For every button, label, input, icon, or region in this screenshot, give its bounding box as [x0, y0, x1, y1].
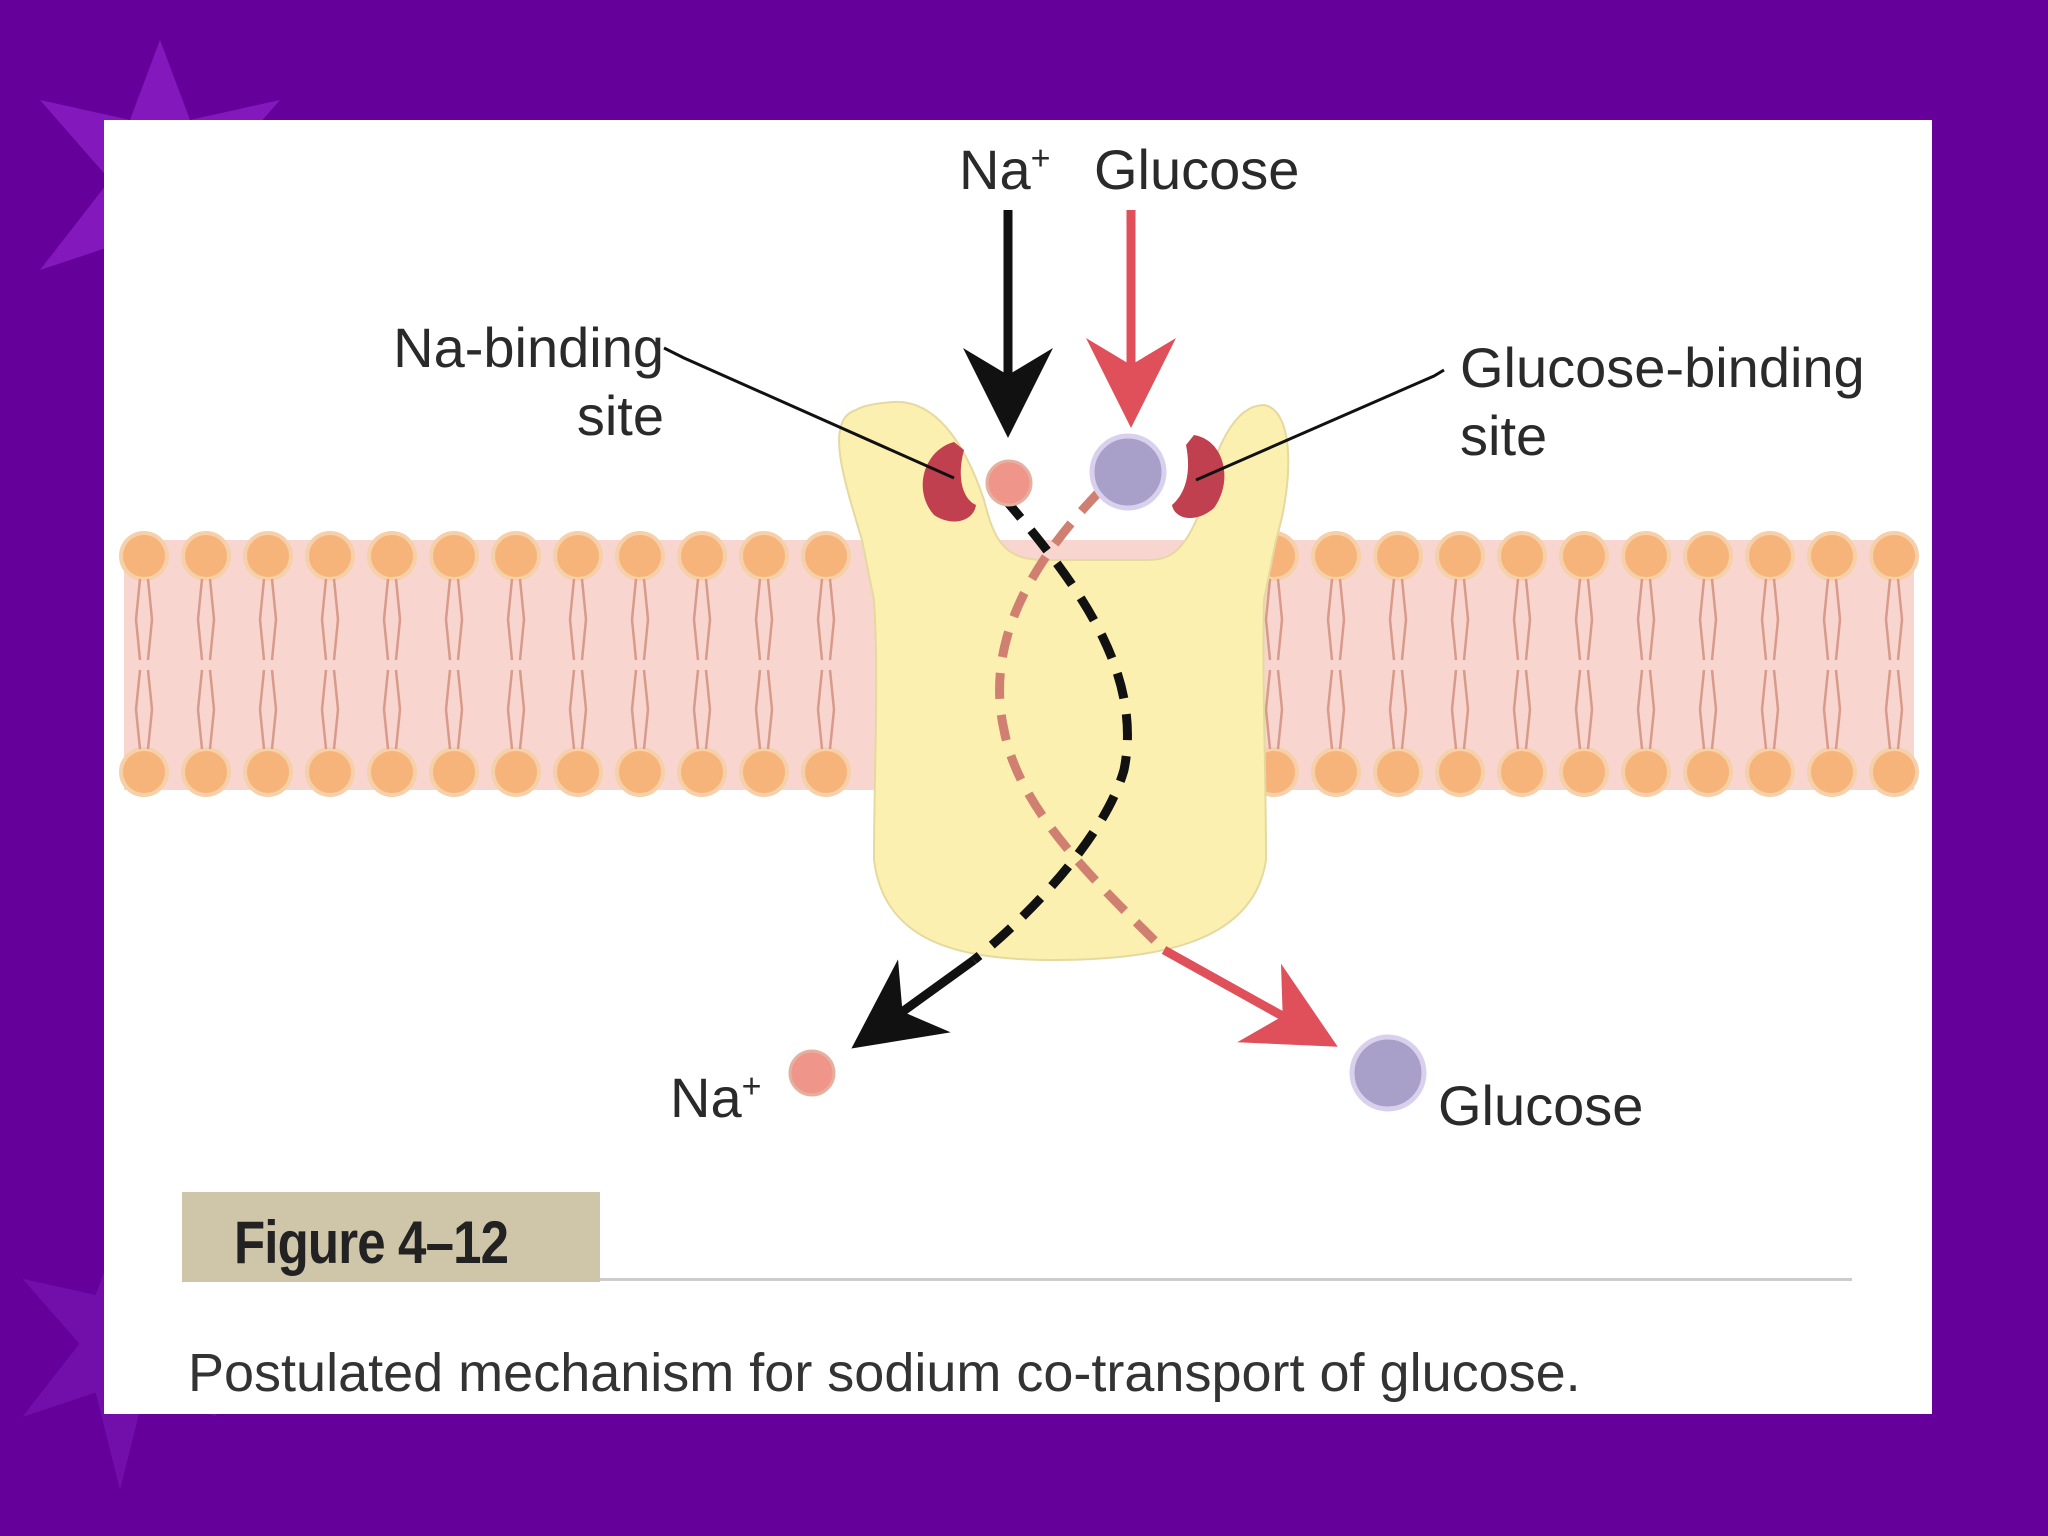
lipid-molecule: [367, 669, 417, 797]
lipid-bilayer: [119, 531, 1919, 797]
sodium-ion-released: [788, 1049, 836, 1097]
lipid-molecule: [1497, 669, 1547, 797]
lipid-molecule: [181, 669, 231, 797]
sodium-binding-site: [922, 442, 976, 522]
lipid-molecule: [1373, 531, 1423, 661]
lipid-molecule: [553, 669, 603, 797]
lipid-molecule: [305, 669, 355, 797]
glucose-binding-site: [1172, 435, 1225, 519]
figure-number: Figure 4–12: [234, 1209, 509, 1276]
lipid-molecule: [367, 531, 417, 661]
lipid-molecule: [1869, 669, 1919, 797]
glucose-exit-arrow: [1161, 946, 1338, 1047]
lipid-molecule: [615, 531, 665, 661]
sodium-exit-arrow: [851, 956, 977, 1049]
glucose-molecule-bound: [1089, 433, 1167, 511]
lipid-molecule: [1807, 531, 1857, 661]
bottom-sodium-charge: +: [741, 1067, 762, 1106]
lipid-molecule: [1311, 531, 1361, 661]
lipid-molecule: [1435, 669, 1485, 797]
na-binding-leader-line: [663, 346, 955, 480]
lipid-molecule: [801, 669, 851, 797]
top-glucose-label: Glucose: [1094, 138, 1300, 201]
lipid-molecule: [1683, 531, 1733, 661]
bottom-sodium-text: Na: [670, 1066, 742, 1129]
lipid-molecule: [429, 669, 479, 797]
na-binding-line2: site: [576, 384, 664, 447]
lipid-molecule: [1559, 669, 1609, 797]
lipid-molecule: [181, 531, 231, 661]
glucose-molecule-released: [1349, 1034, 1427, 1112]
lipid-molecule: [1373, 669, 1423, 797]
na-binding-line1: Na-binding: [393, 316, 664, 379]
lipid-molecule: [305, 531, 355, 661]
na-binding-site-label: Na-binding site: [354, 320, 664, 444]
lipid-molecule: [801, 531, 851, 661]
transporter-protein: [838, 400, 1290, 962]
lipid-molecule: [1745, 531, 1795, 661]
sodium-dashed-path: [971, 495, 1132, 964]
cotransport-diagram: [119, 210, 1919, 1112]
lipid-molecule: [739, 669, 789, 797]
lipid-molecule: [119, 669, 169, 797]
lipid-molecule: [1745, 669, 1795, 797]
glucose-dashed-path: [995, 488, 1168, 954]
lipid-molecule: [1683, 669, 1733, 797]
lipid-molecule: [615, 669, 665, 797]
glucose-binding-leader-line: [1195, 368, 1445, 482]
top-sodium-charge: +: [1030, 139, 1051, 178]
lipid-molecule: [1621, 531, 1671, 661]
lipid-molecule: [1621, 669, 1671, 797]
lipid-molecule: [553, 531, 603, 661]
lipid-molecule: [491, 531, 541, 661]
lipid-molecule: [491, 669, 541, 797]
lipid-molecule: [1435, 531, 1485, 661]
lipid-molecule: [243, 669, 293, 797]
top-sodium-label: Na+: [959, 139, 1051, 198]
figure-number-box: [182, 1192, 600, 1282]
bottom-sodium-label: Na+: [670, 1067, 762, 1126]
lipid-molecule: [243, 531, 293, 661]
lipid-molecule: [119, 531, 169, 661]
top-sodium-text: Na: [959, 138, 1031, 201]
sodium-ion-bound: [985, 459, 1033, 507]
figure-card: Na+ Glucose Na-binding site Glucose-bind…: [104, 120, 1932, 1414]
lipid-molecule: [429, 531, 479, 661]
lipid-molecule: [1311, 669, 1361, 797]
glucose-binding-line1: Glucose-binding: [1460, 336, 1865, 399]
figure-caption: Postulated mechanism for sodium co-trans…: [188, 1343, 1581, 1403]
lipid-molecule: [1869, 531, 1919, 661]
lipid-molecule: [739, 531, 789, 661]
glucose-binding-line2: site: [1460, 404, 1548, 467]
glucose-binding-site-label: Glucose-binding site: [1460, 340, 1865, 464]
bottom-glucose-label: Glucose: [1438, 1074, 1644, 1137]
lipid-molecule: [1807, 669, 1857, 797]
lipid-molecule: [677, 531, 727, 661]
caption-divider: [600, 1278, 1852, 1281]
lipid-molecule: [1497, 531, 1547, 661]
lipid-molecule: [677, 669, 727, 797]
lipid-molecule: [1559, 531, 1609, 661]
